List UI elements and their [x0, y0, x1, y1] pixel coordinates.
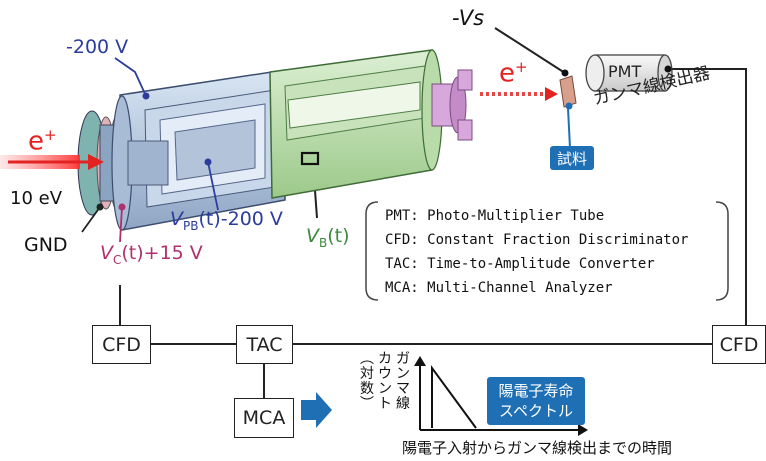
tac-box: TAC — [236, 325, 293, 364]
wire-vs-to-sample — [494, 27, 566, 74]
ylabel-char: 数 — [360, 381, 374, 397]
ylabel-char: 対 — [360, 366, 374, 382]
buncher-tube — [111, 69, 286, 231]
wire-pmt-to-cfd-right — [668, 68, 747, 330]
spectrum-plot — [414, 356, 588, 436]
vb-label: VB(t) — [306, 225, 350, 250]
pmt-label: PMT — [608, 62, 642, 81]
circuit-wires — [119, 27, 747, 398]
mca-arrow — [301, 392, 332, 428]
abbr-cfd: CFD: Constant Fraction Discriminator — [385, 232, 689, 248]
lifetime-spectrum-badge: 陽電子寿命 スペクトル — [487, 377, 585, 425]
ylabel-char: カ — [378, 351, 392, 367]
incoming-beam — [0, 154, 104, 170]
pointer-gnd — [81, 206, 101, 233]
spectrum-ylabel-line2: カウント — [378, 352, 392, 412]
ylabel-char: ン — [396, 366, 410, 382]
positron-label-right: e+ — [499, 58, 528, 89]
ylabel-char: ︶ — [360, 396, 374, 412]
abbr-mca: MCA: Multi-Channel Analyzer — [385, 280, 613, 296]
abbr-pmt: PMT: Photo-Multiplier Tube — [385, 208, 605, 224]
spectrum-decay-curve — [431, 364, 477, 429]
pointer-vpb — [207, 161, 219, 211]
pointer-vc — [119, 206, 123, 243]
minus200-label: -200 V — [66, 36, 129, 58]
ylabel-char: マ — [396, 381, 410, 397]
vs-label: -Vs — [452, 6, 485, 30]
outgoing-beam — [480, 87, 558, 101]
energy-label: 10 eV — [10, 188, 63, 209]
drift-tube — [269, 49, 443, 199]
positron-label-left: e+ — [28, 126, 57, 157]
ylabel-char: ン — [378, 381, 392, 397]
spectrum-xlabel: 陽電子入射からガンマ線検出までの時間 — [402, 439, 673, 457]
ylabel-char: ガ — [396, 351, 410, 367]
pointer-minus200 — [114, 57, 147, 97]
sample-badge: 試料 — [550, 146, 594, 170]
gnd-label: GND — [24, 234, 68, 256]
abbr-tac: TAC: Time-to-Amplitude Converter — [385, 256, 655, 272]
pointer-lines — [81, 57, 219, 243]
exit-flange — [431, 69, 473, 141]
cfd-left-box: CFD — [92, 325, 151, 364]
ylabel-char: ト — [378, 396, 392, 412]
cfd-right-box: CFD — [712, 325, 766, 364]
ylabel-char: ︵ — [360, 351, 374, 367]
abbreviations-bracket — [365, 201, 729, 301]
ylabel-char: ウ — [378, 366, 392, 382]
spectrum-ylabel-line3: ︵対数︶ — [360, 352, 374, 412]
spectrum-ylabel-line1: ガンマ線 — [396, 352, 410, 412]
sample-target — [559, 69, 577, 149]
mca-box: MCA — [234, 398, 294, 438]
vpb-label: VPB(t)-200 V — [170, 208, 283, 233]
vc-label: VC(t)+15 V — [100, 242, 203, 267]
ylabel-char: 線 — [396, 396, 410, 412]
pmt-cylinder — [585, 54, 673, 92]
